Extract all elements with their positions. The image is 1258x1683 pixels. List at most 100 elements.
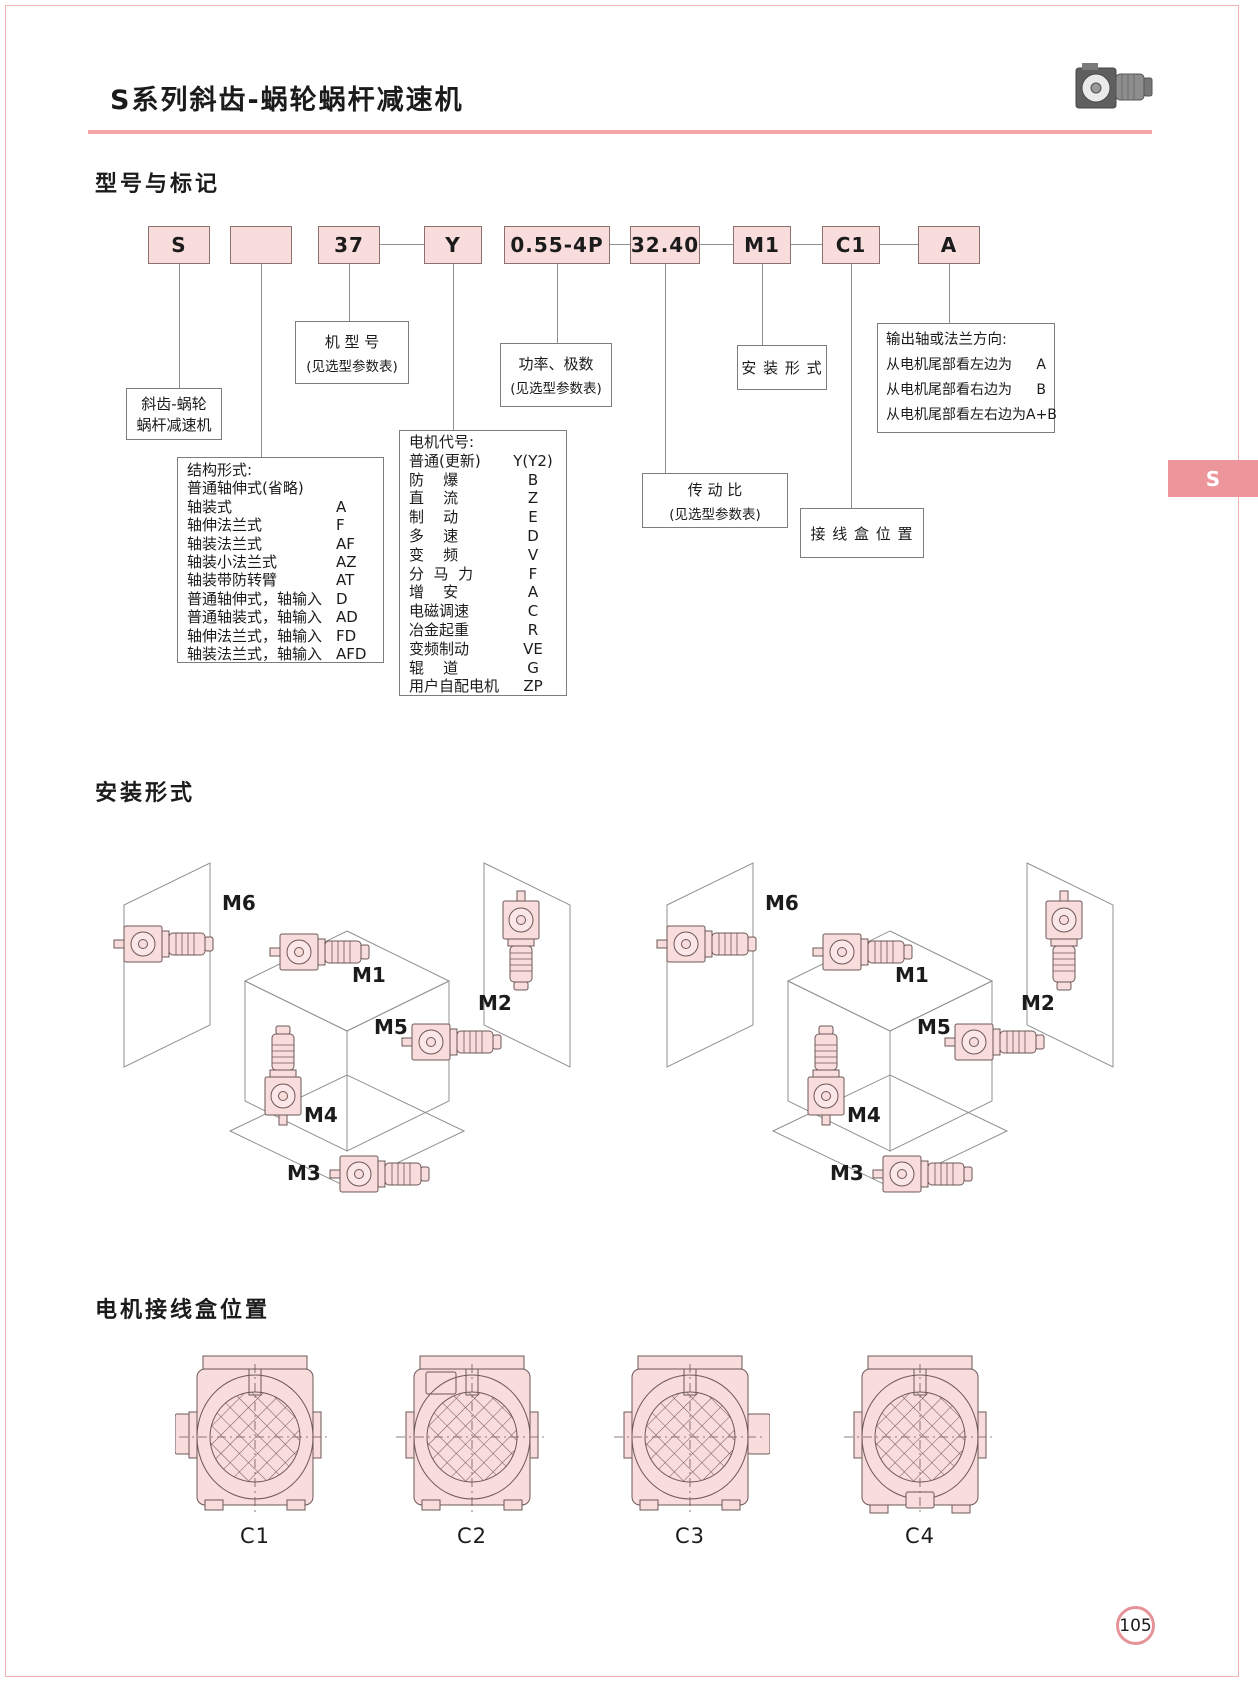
motor-code: B: [527, 470, 539, 489]
terminal-section-heading: 电机接线盒位置: [95, 1298, 271, 1323]
leader-line: [557, 264, 558, 343]
structure-label: 轴伸法兰式，轴输入: [187, 626, 323, 645]
motor-label: 普通(更新): [409, 451, 481, 470]
note-series: 斜齿-蜗轮 蜗杆减速机: [126, 388, 222, 440]
terminal-position-c4-drawing: [840, 1352, 1000, 1524]
leader-line: [762, 264, 763, 345]
motor-label: 直 流: [409, 489, 459, 508]
terminal-position-c1-drawing: [175, 1352, 335, 1524]
note-series-line2: 蜗杆减速机: [136, 416, 212, 434]
terminal-label-c3: C3: [674, 1524, 706, 1548]
leader-line: [349, 264, 350, 321]
mounting-label-m4: M4: [847, 1103, 881, 1127]
motor-code: E: [528, 508, 538, 527]
note-ratio-line2: (见选型参数表): [669, 506, 761, 523]
note-terminal-text: 接 线 盒 位 置: [810, 524, 914, 543]
mounting-label-m2: M2: [478, 991, 512, 1015]
motor-label: 辊 道: [409, 658, 459, 677]
note-mounting-form: 安 装 形 式: [737, 345, 827, 390]
motor-code: A: [527, 583, 539, 602]
code-box-ratio: 32.40: [630, 226, 700, 264]
note-ratio-line1: 传 动 比: [687, 480, 743, 499]
note-mounting-text: 安 装 形 式: [741, 359, 823, 377]
mounting-label-m4: M4: [304, 1103, 338, 1127]
structure-code: AF: [336, 534, 355, 553]
mounting-label-m1: M1: [352, 963, 386, 987]
mounting-label-m5: M5: [917, 1015, 951, 1039]
motor-label: 冶金起重: [409, 620, 470, 639]
motor-row: 冶金起重 R: [409, 621, 557, 640]
motor-code: ZP: [523, 677, 543, 696]
terminal-position-c2-drawing: [392, 1352, 552, 1524]
motor-label: 变 频: [409, 545, 459, 564]
mounting-label-m6: M6: [765, 891, 799, 915]
mounting-label-m5: M5: [374, 1015, 408, 1039]
code-box-terminal: C1: [822, 226, 880, 264]
motor-code: VE: [523, 639, 543, 658]
structure-code: AFD: [336, 645, 367, 664]
motor-row: 电磁调速 C: [409, 602, 557, 621]
motor-label: 制 动: [409, 508, 459, 527]
mounting-section-heading: 安装形式: [95, 781, 196, 806]
page-number: 105: [1116, 1606, 1155, 1645]
structure-row: 轴装式 A: [187, 498, 374, 516]
model-section-heading: 型号与标记: [95, 172, 221, 197]
connector-line: [791, 244, 822, 245]
mounting-diagram-2: M1 M2 M3 M4 M5 M6: [655, 843, 1125, 1203]
direction-label: 从电机尾部看右边为: [886, 382, 1012, 398]
structure-label: 轴装带防转臂: [187, 571, 278, 590]
code-box-direction: A: [918, 226, 980, 264]
page-border: [5, 5, 1239, 1677]
code-box-blank: [230, 226, 292, 264]
direction-code: B: [1036, 382, 1046, 398]
structure-label: 轴装式: [187, 497, 233, 516]
motor-label: 防 爆: [409, 470, 459, 489]
motor-code: C: [527, 602, 539, 621]
motor-front-view: [614, 1355, 770, 1516]
direction-code: A+B: [1026, 407, 1057, 423]
terminal-label-c4: C4: [904, 1524, 936, 1548]
structure-label: 普通轴伸式(省略): [187, 479, 304, 498]
mounting-label-m6: M6: [222, 891, 256, 915]
motor-front-view: [844, 1355, 996, 1516]
leader-line: [261, 264, 262, 457]
connector-line: [700, 244, 733, 245]
structure-code: A: [336, 497, 347, 516]
leader-line: [949, 264, 950, 323]
structure-label: 普通轴装式，轴输入: [187, 608, 323, 627]
structure-code: D: [336, 589, 348, 608]
motor-front-view: [175, 1355, 331, 1516]
leader-line: [665, 264, 666, 473]
motor-title: 电机代号:: [409, 433, 475, 451]
motor-label: 增 安: [409, 583, 459, 602]
code-box-series: S: [148, 226, 210, 264]
motor-code: F: [528, 564, 538, 583]
motor-code: R: [527, 620, 539, 639]
gearmotor-photo-icon: [1072, 60, 1156, 116]
motor-label: 用户自配电机: [409, 677, 500, 696]
motor-label: 电磁调速: [409, 602, 470, 621]
motor-label: 变频制动: [409, 639, 470, 658]
connector-line: [880, 244, 918, 245]
note-series-line1: 斜齿-蜗轮: [141, 395, 207, 413]
direction-label: 从电机尾部看左右边为: [886, 407, 1026, 423]
structure-row: 轴装法兰式 AF: [187, 535, 374, 553]
mounting-label-m1: M1: [895, 963, 929, 987]
mounting-diagram-drawing: [656, 862, 1114, 1193]
structure-label: 普通轴伸式，轴输入: [187, 589, 323, 608]
direction-row: 从电机尾部看右边为 B: [886, 378, 1046, 403]
structure-label: 轴装法兰式: [187, 534, 263, 553]
